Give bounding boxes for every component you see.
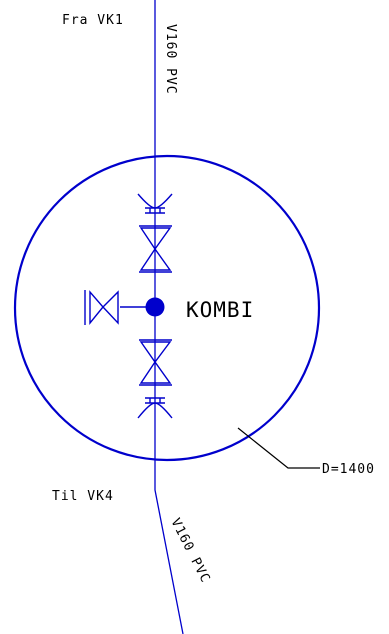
pipe-coupling-icon bbox=[137, 193, 173, 214]
gate-valve-icon bbox=[139, 339, 172, 386]
label-to: Til VK4 bbox=[52, 489, 114, 504]
pipe-coupling-icon bbox=[137, 397, 173, 419]
label-chamber: KOMBI bbox=[186, 298, 254, 322]
label-from: Fra VK1 bbox=[62, 13, 124, 28]
diameter-leader-line bbox=[237, 427, 320, 469]
gate-valve-icon bbox=[139, 225, 172, 273]
junction-node-icon bbox=[145, 297, 165, 317]
gate-valve-icon bbox=[84, 290, 155, 325]
manhole-circle bbox=[13, 154, 321, 462]
label-pipe-top: V160 PVC bbox=[163, 24, 178, 95]
label-diameter: D=1400 bbox=[322, 462, 375, 477]
outlet-pipe-line bbox=[154, 418, 184, 634]
label-pipe-bottom: V160 PVC bbox=[167, 516, 212, 586]
